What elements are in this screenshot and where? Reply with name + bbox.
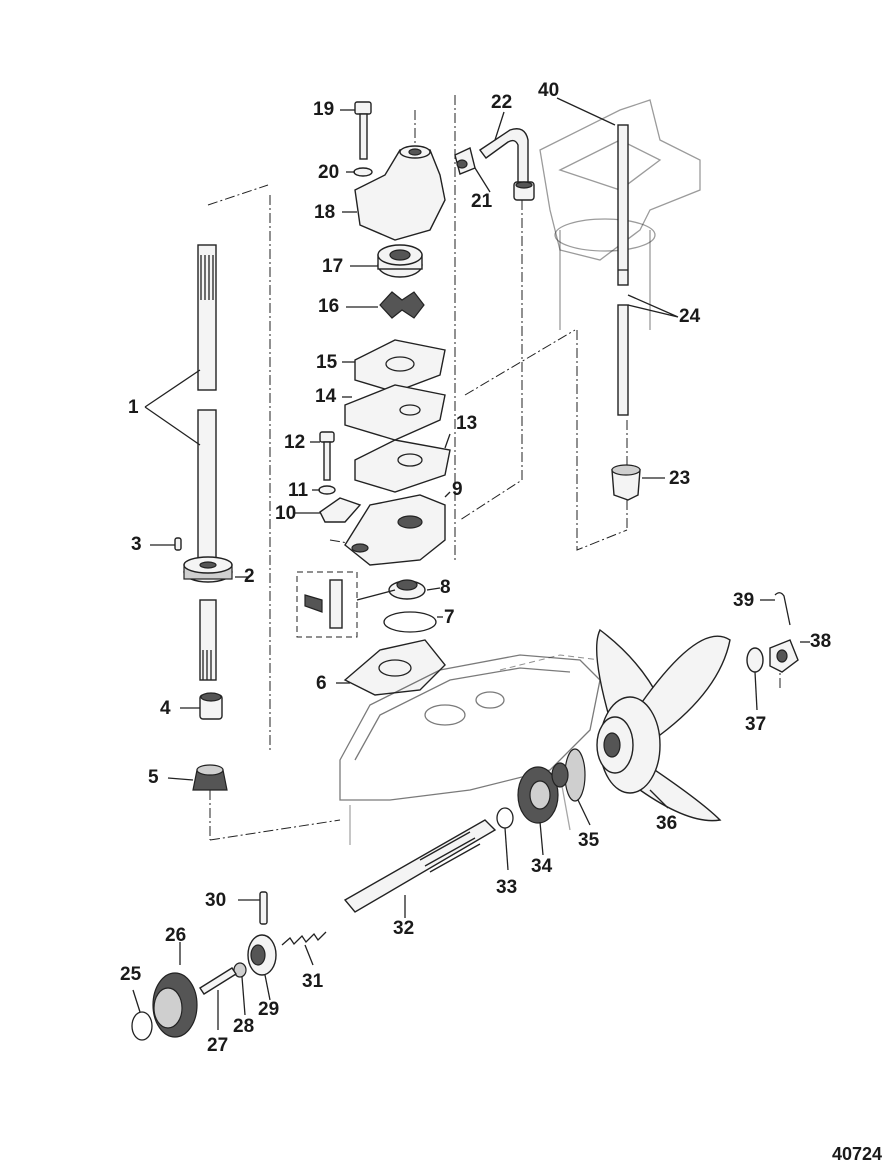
cross-pin xyxy=(259,891,268,925)
shift-shaft xyxy=(617,124,629,416)
callout-33: 33 xyxy=(496,877,518,898)
reverse-gear xyxy=(152,972,198,1038)
callout-1: 1 xyxy=(128,397,139,418)
callout-28: 28 xyxy=(233,1016,255,1037)
thrust-hub xyxy=(551,748,586,802)
bearing xyxy=(183,556,233,583)
callout-22: 22 xyxy=(491,92,513,113)
propeller-shaft xyxy=(343,819,497,913)
callout-29: 29 xyxy=(258,999,280,1020)
callout-11: 11 xyxy=(288,480,309,501)
pinion-gear xyxy=(192,764,228,791)
cotter-pin xyxy=(774,592,791,626)
lower-gearcase xyxy=(339,654,601,845)
callout-21: 21 xyxy=(471,191,493,212)
callout-20: 20 xyxy=(318,162,340,183)
callout-4: 4 xyxy=(160,698,171,719)
forward-gear xyxy=(517,766,559,824)
callout-23: 23 xyxy=(669,468,691,489)
thrust-washer xyxy=(496,807,514,829)
seal-detail-box xyxy=(296,571,396,638)
thrust-washer xyxy=(131,1011,153,1041)
plate xyxy=(319,497,362,523)
washer xyxy=(353,167,373,177)
driveshaft xyxy=(197,244,217,681)
callout-12: 12 xyxy=(284,432,306,453)
plate xyxy=(344,384,446,441)
figure-number: 40724 xyxy=(831,1144,882,1164)
oil-seal xyxy=(388,579,426,600)
callout-31: 31 xyxy=(302,971,324,992)
clutch xyxy=(247,934,277,976)
screw xyxy=(319,431,335,481)
callout-18: 18 xyxy=(314,202,336,223)
callout-25: 25 xyxy=(120,964,142,985)
cam-follower xyxy=(199,967,237,995)
propeller xyxy=(596,628,731,822)
callout-34: 34 xyxy=(531,856,553,877)
callout-3: 3 xyxy=(131,534,142,555)
callout-14: 14 xyxy=(315,386,337,407)
pin xyxy=(174,537,182,551)
callout-39: 39 xyxy=(733,590,755,611)
callout-35: 35 xyxy=(578,830,600,851)
water-tube xyxy=(478,128,529,191)
callout-32: 32 xyxy=(393,918,415,939)
callout-19: 19 xyxy=(313,99,335,120)
callout-17: 17 xyxy=(322,256,344,277)
callout-26: 26 xyxy=(165,925,187,946)
callout-30: 30 xyxy=(205,890,227,911)
gasket xyxy=(354,439,451,493)
callout-24: 24 xyxy=(679,306,701,327)
callout-6: 6 xyxy=(316,673,327,694)
gearcase-housing-top xyxy=(539,99,701,330)
propeller-nut xyxy=(769,639,799,673)
callout-38: 38 xyxy=(810,631,832,652)
grommet xyxy=(454,147,476,175)
grommet xyxy=(513,181,535,201)
water-pump-base xyxy=(344,494,446,566)
callout-13: 13 xyxy=(456,413,478,434)
guide-lines xyxy=(207,95,781,841)
callout-7: 7 xyxy=(444,607,455,628)
callout-8: 8 xyxy=(440,577,451,598)
o-ring xyxy=(383,611,437,633)
roller-bearing xyxy=(199,692,223,720)
callout-36: 36 xyxy=(656,813,678,834)
impeller-insert xyxy=(377,244,423,278)
callout-9: 9 xyxy=(452,479,463,500)
cross-pin-spring xyxy=(281,931,327,946)
callout-37: 37 xyxy=(745,714,767,735)
washer xyxy=(318,485,336,495)
callout-2: 2 xyxy=(244,566,255,587)
callout-16: 16 xyxy=(318,296,340,317)
screw xyxy=(354,101,372,160)
washer xyxy=(746,647,764,673)
water-pump-housing xyxy=(354,145,446,241)
callout-15: 15 xyxy=(316,352,338,373)
callout-27: 27 xyxy=(207,1035,229,1056)
callout-5: 5 xyxy=(148,767,159,788)
callout-40: 40 xyxy=(538,80,560,101)
impeller xyxy=(379,291,425,319)
callout-10: 10 xyxy=(275,503,297,524)
gasket xyxy=(343,639,446,696)
gasket xyxy=(354,339,446,393)
leader-lines xyxy=(132,97,810,1030)
seal-assembly xyxy=(611,464,641,501)
